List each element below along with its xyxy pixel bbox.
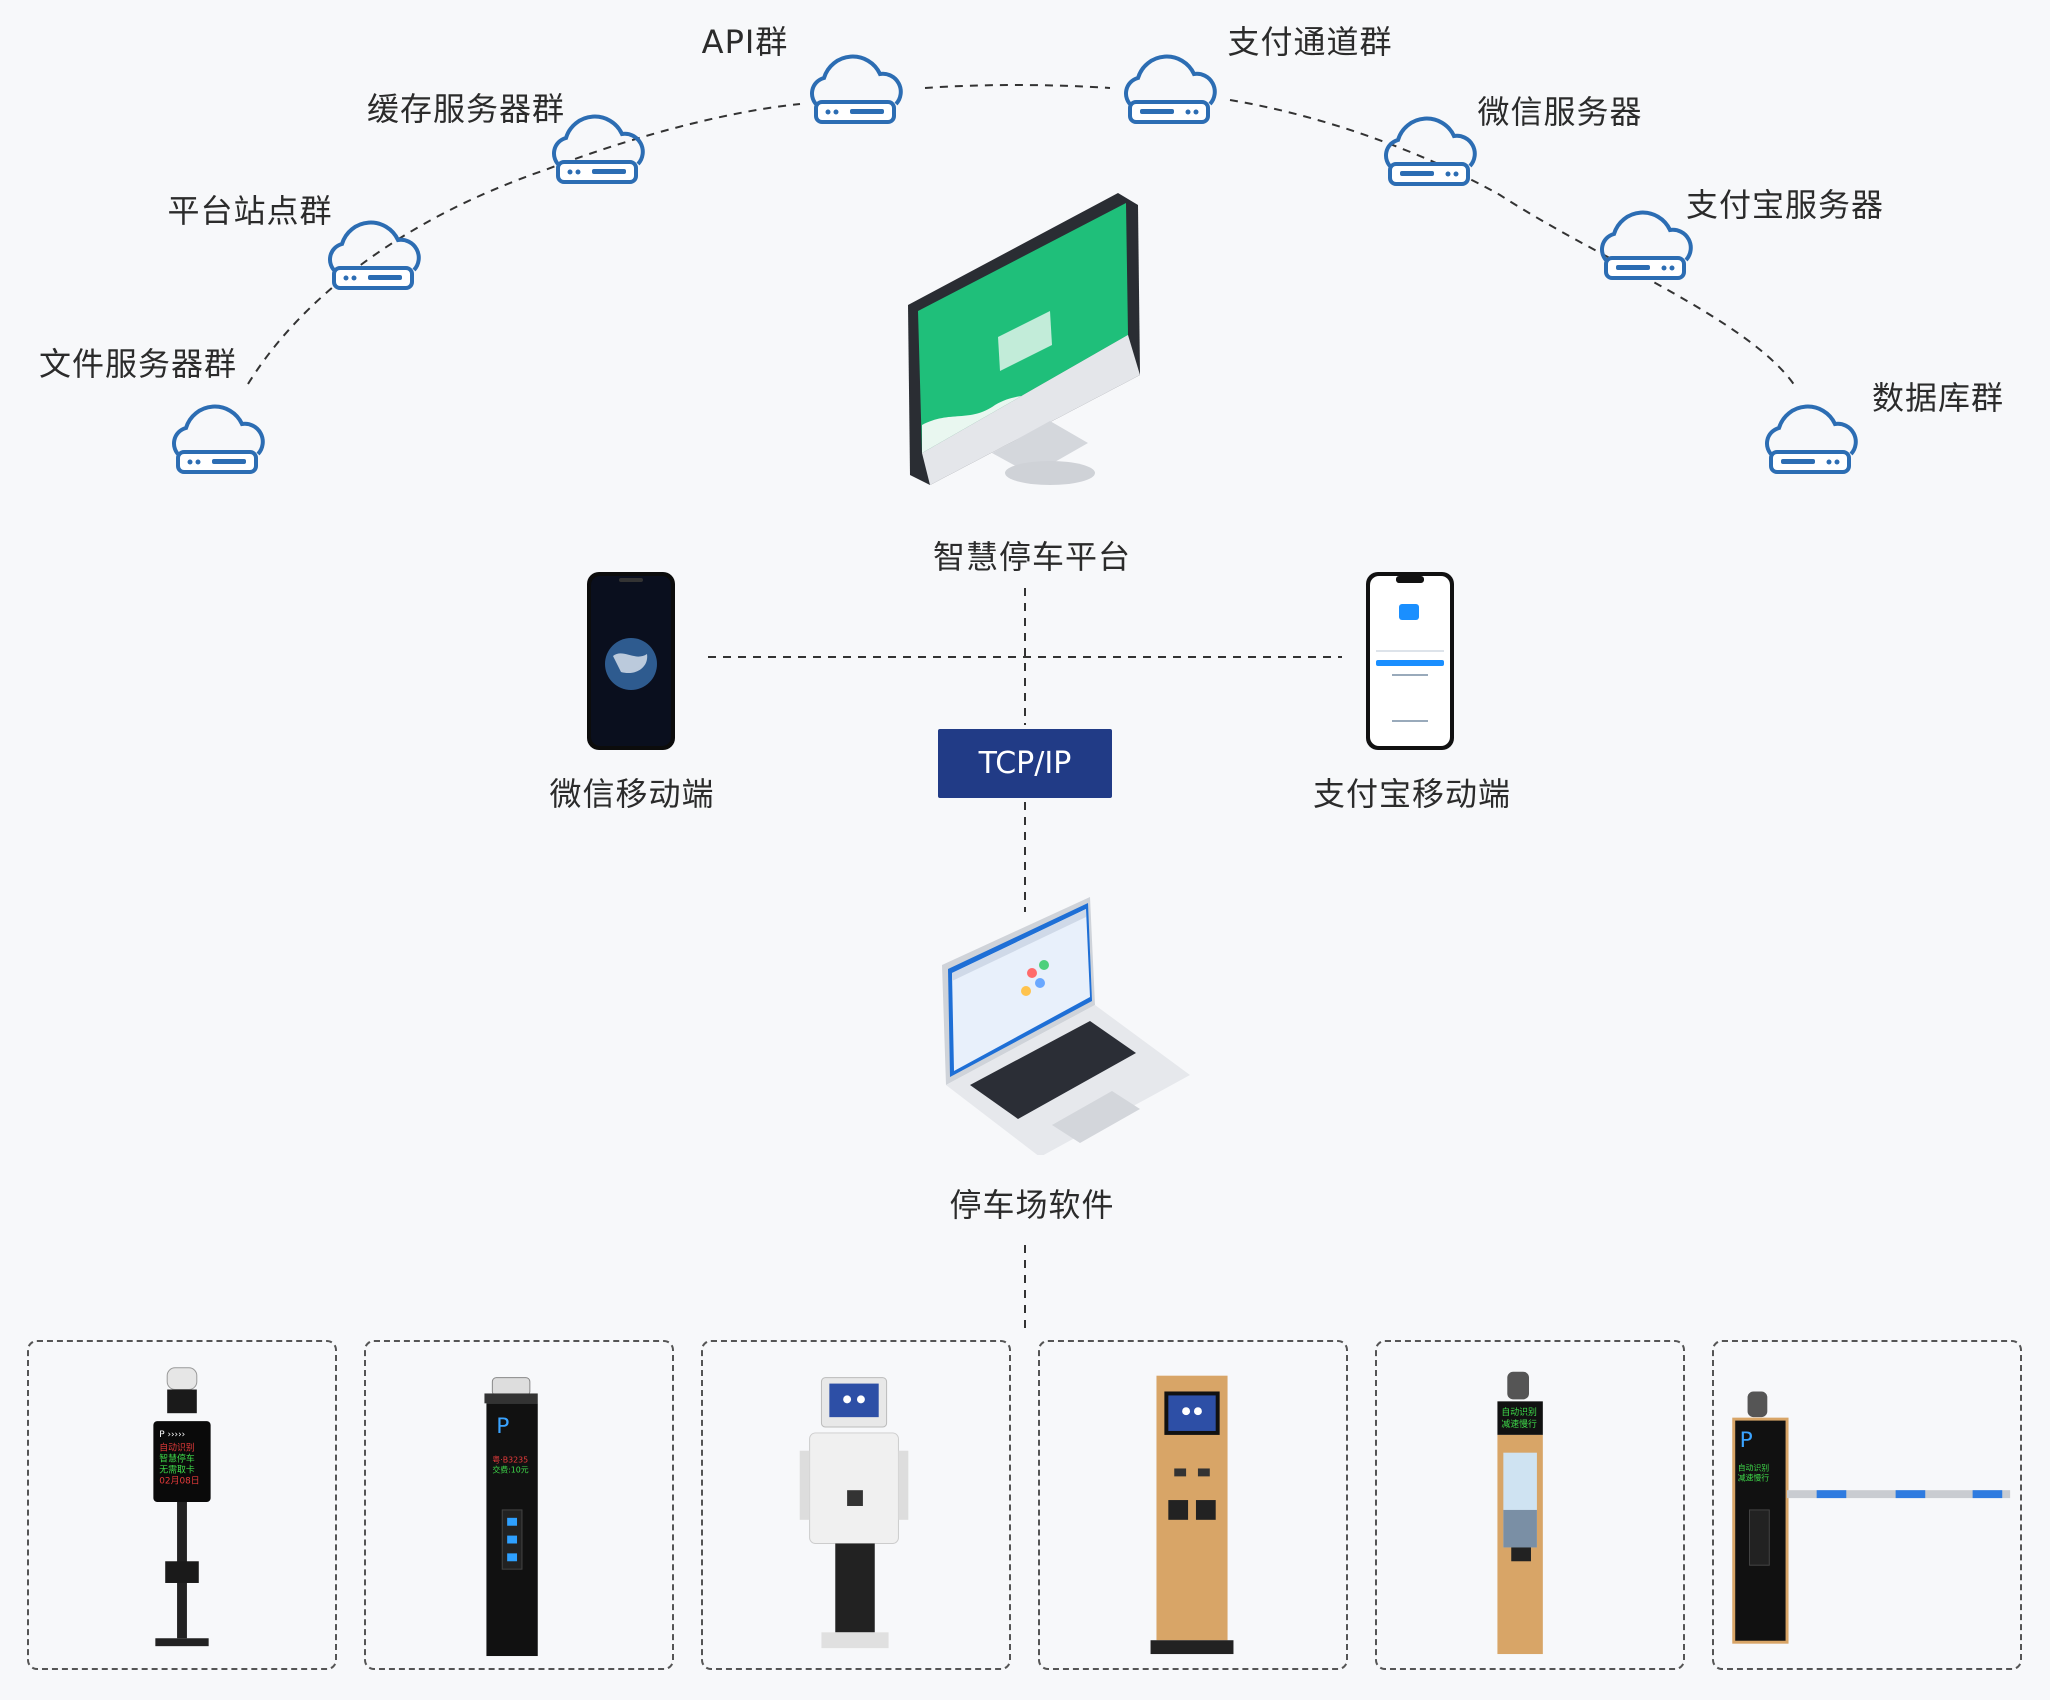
robot-kiosk-icon [799,1377,909,1649]
label-alipay-servers: 支付宝服务器 [1685,186,1885,224]
svg-text:减速慢行: 减速慢行 [1738,1472,1770,1482]
svg-text:无需取卡: 无需取卡 [159,1463,195,1475]
label-file-servers: 文件服务器群 [38,345,238,383]
svg-text:自动识别: 自动识别 [1501,1406,1537,1418]
arc-right [1229,99,1796,387]
svg-text:自动识别: 自动识别 [1738,1462,1770,1472]
ad-column-icon: 自动识别 减速慢行 [1497,1371,1543,1655]
label-platform-sites: 平台站点群 [167,192,333,230]
label-parking-software: 停车场软件 [949,1186,1115,1224]
payment-kiosk-icon [1150,1375,1234,1655]
cloud-server-icon [1384,116,1477,186]
label-wechat-servers: 微信服务器 [1477,93,1643,131]
cloud-server-icon [1124,54,1217,124]
wechat-phone-icon [587,572,675,750]
arc-top [924,84,1111,89]
svg-text:P: P [496,1414,509,1439]
svg-text:02月08日: 02月08日 [159,1475,199,1486]
device-card-barrier-gate: P 自动识别 减速慢行 [1712,1340,2022,1670]
svg-text:自动识别: 自动识别 [159,1442,195,1454]
lpr-sign-pole-icon: P ››››› 自动识别 智慧停车 无需取卡 02月08日 [153,1367,211,1647]
protocol-badge: TCP/IP [938,729,1112,798]
label-platform: 智慧停车平台 [932,538,1132,576]
barrier-gate-icon: P 自动识别 减速慢行 [1732,1391,2011,1644]
cloud-server-icon [810,54,903,124]
svg-text:P ›››››: P ››››› [159,1430,185,1440]
label-wechat-mobile: 微信移动端 [549,775,715,813]
device-card-ticket-column: P 粤·B3235 交费:10元 [364,1340,674,1670]
label-alipay-mobile: 支付宝移动端 [1312,775,1512,813]
laptop-icon [942,897,1190,1155]
svg-text:粤·B3235: 粤·B3235 [492,1455,528,1465]
cloud-server-icon [552,114,645,184]
desktop-monitor-icon [908,193,1140,485]
label-database: 数据库群 [1871,379,2005,417]
device-card-lpr-camera: P ››››› 自动识别 智慧停车 无需取卡 02月08日 [27,1340,337,1670]
device-card-payment-kiosk [1038,1340,1348,1670]
alipay-phone-icon [1366,572,1454,750]
cloud-server-icon [328,220,421,290]
svg-text:P: P [1740,1428,1753,1453]
label-payment-channel: 支付通道群 [1227,23,1393,61]
svg-text:智慧停车: 智慧停车 [159,1453,195,1465]
cloud-server-icon [172,404,265,474]
cloud-server-icon [1765,404,1858,474]
device-card-ad-column: 自动识别 减速慢行 [1375,1340,1685,1670]
label-cache-servers: 缓存服务器群 [366,90,566,128]
cloud-server-icon [1600,210,1693,280]
device-card-robot-kiosk [701,1340,1011,1670]
svg-text:减速慢行: 减速慢行 [1501,1418,1537,1430]
label-api: API群 [701,23,789,61]
svg-text:交费:10元: 交费:10元 [492,1464,528,1474]
ticket-column-icon: P 粤·B3235 交费:10元 [484,1377,538,1657]
arc-left [247,103,801,385]
